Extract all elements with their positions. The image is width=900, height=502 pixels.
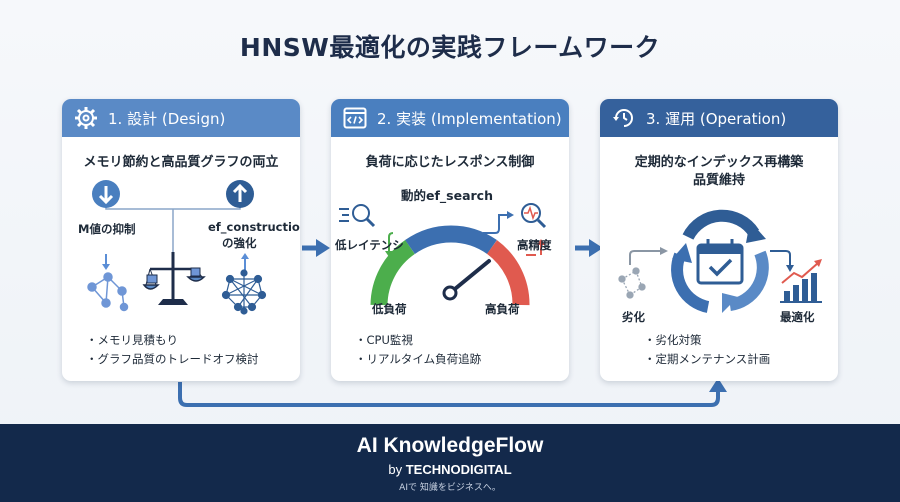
search-pulse-icon	[521, 203, 547, 229]
bullet-item: リアルタイム負荷追跡	[355, 350, 482, 369]
design-card-header: 1. 設計 (Design)	[62, 99, 300, 137]
bullet-item: メモリ見積もり	[86, 331, 259, 350]
high-accuracy-label: 高精度	[517, 238, 552, 252]
design-subtitle: メモリ節約と高品質グラフの両立	[83, 155, 279, 170]
m-value-label: M値の抑制	[78, 222, 136, 236]
dynamic-ef-search-label: 動的ef_search	[401, 188, 493, 203]
low-load-label: 低負荷	[372, 302, 407, 316]
implementation-card: 2. 実装 (Implementation) 負荷に応じたレスポンス制御 動的e…	[331, 99, 569, 381]
sparse-graph-icon	[87, 272, 129, 312]
dense-graph-icon	[221, 269, 267, 315]
calendar-check-icon	[696, 239, 744, 285]
bullet-item: 劣化対策	[644, 331, 770, 350]
footer-brand: AI KnowledgeFlow	[356, 434, 544, 457]
design-bullets: メモリ見積もり グラフ品質のトレードオフ検討	[86, 331, 259, 369]
implementation-card-title: 2. 実装 (Implementation)	[377, 109, 562, 128]
load-gauge	[339, 203, 547, 306]
page-title: HNSW最適化の実践フレームワーク	[239, 33, 661, 62]
bullet-item: グラフ品質のトレードオフ検討	[86, 350, 259, 369]
high-load-label: 高負荷	[485, 302, 520, 316]
refresh-cycle-icon	[671, 209, 769, 313]
operation-subtitle: 定期的なインデックス再構築	[634, 155, 804, 170]
bullet-item: 定期メンテナンス計画	[644, 350, 771, 369]
low-latency-label: 低レイテンシ	[335, 238, 404, 252]
design-card: 1. 設計 (Design) メモリ節約と高品質グラフの両立	[62, 99, 300, 381]
operation-bullets: 劣化対策 定期メンテナンス計画	[644, 331, 771, 369]
refresh-clock-icon	[612, 106, 636, 130]
search-speed-icon	[339, 204, 376, 228]
operation-card: 3. 運用 (Operation) 定期的なインデックス再構築 品質維持	[600, 99, 838, 381]
design-card-title: 1. 設計 (Design)	[108, 109, 226, 128]
operation-illustration	[618, 209, 822, 313]
gear-icon	[74, 106, 98, 130]
degradation-label: 劣化	[622, 310, 645, 324]
implementation-subtitle: 負荷に応じたレスポンス制御	[365, 155, 535, 170]
ef-construction-label-2: の強化	[222, 236, 257, 250]
footer-by: by	[388, 462, 403, 477]
optimization-label: 最適化	[780, 310, 815, 324]
implementation-card-header: 2. 実装 (Implementation)	[331, 99, 569, 137]
footer-byline: by TECHNODIGITAL	[0, 462, 900, 477]
operation-subtitle-2: 品質維持	[692, 173, 745, 188]
bullet-item: CPU監視	[355, 331, 481, 350]
balance-scale-icon	[142, 252, 206, 305]
ef-construction-label: ef_construction	[208, 220, 300, 234]
design-illustration	[87, 180, 267, 315]
implementation-bullets: CPU監視 リアルタイム負荷追跡	[355, 331, 482, 369]
arrow-up-icon	[226, 180, 254, 208]
footer-banner: AI KnowledgeFlow by TECHNODIGITAL AIで 知識…	[0, 424, 900, 502]
arrow-down-icon	[92, 180, 120, 208]
footer-tagline: AIで 知識をビジネスへ。	[399, 483, 501, 493]
growth-chart-icon	[780, 259, 822, 303]
operation-card-header: 3. 運用 (Operation)	[600, 99, 838, 137]
code-window-icon	[343, 106, 367, 130]
degraded-graph-icon	[618, 267, 646, 299]
operation-card-title: 3. 運用 (Operation)	[646, 109, 787, 128]
footer-company: TECHNODIGITAL	[405, 462, 512, 477]
